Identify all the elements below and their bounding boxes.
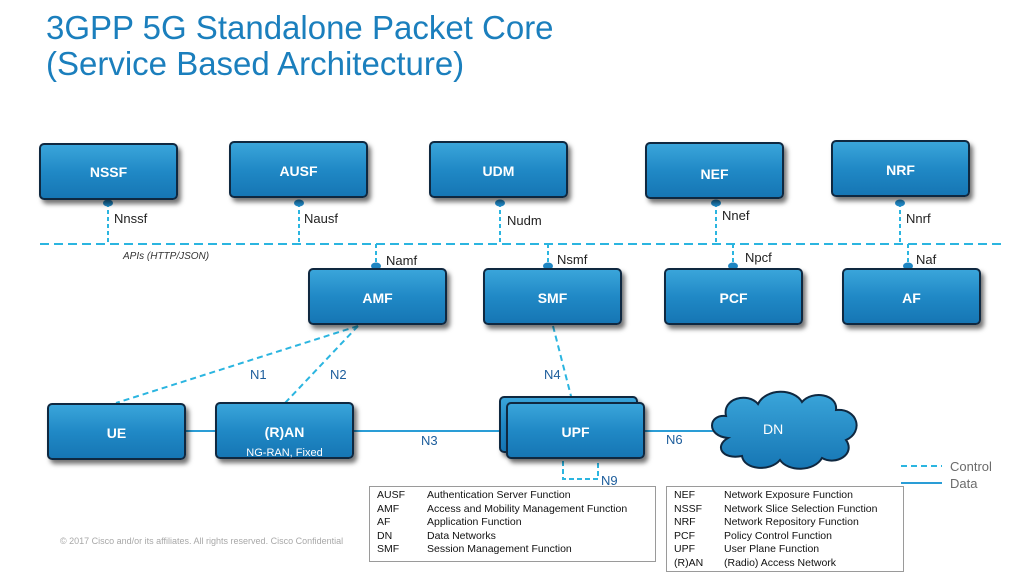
nsmf-label: Nsmf xyxy=(557,252,588,267)
glossary-definition: Authentication Server Function xyxy=(427,489,571,501)
ausf-node[interactable]: AUSF xyxy=(229,141,368,198)
nrf-node[interactable]: NRF xyxy=(831,140,970,197)
glossary-definition: Network Exposure Function xyxy=(724,489,853,501)
n2-label: N2 xyxy=(330,367,347,382)
nnef-label: Nnef xyxy=(722,208,750,223)
nudm-port xyxy=(495,199,505,207)
glossary-definition: Policy Control Function xyxy=(724,529,832,542)
smf-node[interactable]: SMF xyxy=(483,268,622,325)
title-line-2: (Service Based Architecture) xyxy=(46,45,465,82)
glossary-definition: Access and Mobility Management Function xyxy=(427,502,628,515)
naf-label: Naf xyxy=(916,252,937,267)
glossary-definition: Network Repository Function xyxy=(724,516,859,529)
glossary-row: NEF Network Exposure Function xyxy=(674,489,903,503)
ran-sublabel: NG-RAN, Fixed xyxy=(246,447,323,459)
glossary-abbr: NEF xyxy=(674,489,695,501)
glossary-row: (R)AN (Radio) Access Network xyxy=(674,557,903,571)
smf-label: SMF xyxy=(537,290,568,306)
n6-label: N6 xyxy=(666,432,683,447)
n1-line xyxy=(115,325,359,404)
page-title: 3GPP 5G Standalone Packet Core (Service … xyxy=(46,10,554,82)
pcf-label: PCF xyxy=(719,290,748,306)
naf-port xyxy=(903,262,913,270)
udm-node[interactable]: UDM xyxy=(429,141,568,198)
glossary-abbr: DN xyxy=(377,529,393,542)
copyright-footer: © 2017 Cisco and/or its affiliates. All … xyxy=(60,536,344,546)
udm-label: UDM xyxy=(482,163,515,179)
n1-label: N1 xyxy=(250,367,267,382)
nnrf-label: Nnrf xyxy=(906,211,931,226)
n4-line xyxy=(552,325,573,401)
af-label: AF xyxy=(902,290,921,306)
n9-loop xyxy=(562,461,599,480)
dn-cloud xyxy=(711,390,858,470)
glossary-definition: Network Slice Selection Function xyxy=(724,502,878,515)
glossary-abbr: AF xyxy=(377,516,391,529)
nnssf-port xyxy=(103,199,113,207)
glossary-left: AUSF Authentication Server Function AMF Ac… xyxy=(369,486,656,562)
glossary-abbr: UPF xyxy=(674,543,695,556)
namf-port xyxy=(371,262,381,270)
glossary-row: SMF Session Management Function xyxy=(377,543,655,557)
glossary-abbr: AUSF xyxy=(377,489,406,501)
ue-node[interactable]: UE xyxy=(47,403,186,460)
glossary-abbr: NRF xyxy=(674,516,696,529)
glossary-abbr: NSSF xyxy=(674,502,703,515)
legend-control-label: Control xyxy=(950,459,992,474)
glossary-abbr: (R)AN xyxy=(674,556,704,569)
glossary-abbr: SMF xyxy=(377,543,400,556)
nsmf-port xyxy=(543,262,553,270)
glossary-row: DN Data Networks xyxy=(377,530,655,544)
af-node[interactable]: AF xyxy=(842,268,981,325)
n3-label: N3 xyxy=(421,433,438,448)
nrf-label: NRF xyxy=(886,162,915,178)
nudm-label: Nudm xyxy=(507,213,542,228)
ausf-label: AUSF xyxy=(279,163,318,179)
nssf-node[interactable]: NSSF xyxy=(39,143,178,200)
glossary-row: UPF User Plane Function xyxy=(674,543,903,557)
glossary-row: PCF Policy Control Function xyxy=(674,530,903,544)
ue-label: UE xyxy=(106,425,127,441)
glossary-definition: Session Management Function xyxy=(427,543,572,556)
glossary-row: NRF Network Repository Function xyxy=(674,516,903,530)
dn-label: DN xyxy=(763,421,784,437)
bus-label: APIs (HTTP/JSON) xyxy=(123,251,210,262)
nnssf-label: Nnssf xyxy=(114,211,148,226)
nssf-label: NSSF xyxy=(89,164,128,180)
ran-label: (R)AN xyxy=(264,424,305,440)
nef-node[interactable]: NEF xyxy=(645,142,784,199)
glossary-definition: User Plane Function xyxy=(724,543,820,556)
glossary-right: NEF Network Exposure Function NSSF Network… xyxy=(666,486,904,572)
n4-label: N4 xyxy=(544,367,561,382)
glossary-row: AUSF Authentication Server Function xyxy=(377,489,655,503)
glossary-abbr: PCF xyxy=(674,529,695,542)
upf-label: UPF xyxy=(561,424,590,440)
amf-node[interactable]: AMF xyxy=(308,268,447,325)
nausf-port xyxy=(294,199,304,207)
glossary-definition: Application Function xyxy=(427,516,522,529)
npcf-label: Npcf xyxy=(745,250,772,265)
glossary-abbr: AMF xyxy=(377,502,400,515)
nnrf-port xyxy=(895,199,905,207)
glossary-row: NSSF Network Slice Selection Function xyxy=(674,503,903,517)
glossary-definition: Data Networks xyxy=(427,529,496,542)
legend-data-label: Data xyxy=(950,476,978,491)
glossary-row: AMF Access and Mobility Management Functi… xyxy=(377,503,655,517)
ran-node[interactable]: (R)AN NG-RAN, Fixed xyxy=(215,402,354,459)
npcf-port xyxy=(728,262,738,270)
glossary-definition: (Radio) Access Network xyxy=(724,556,837,569)
nausf-label: Nausf xyxy=(304,211,338,226)
nnef-port xyxy=(711,199,721,207)
title-line-1: 3GPP 5G Standalone Packet Core xyxy=(46,9,554,46)
glossary-row: AF Application Function xyxy=(377,516,655,530)
namf-label: Namf xyxy=(386,253,418,268)
amf-label: AMF xyxy=(362,290,393,306)
nef-label: NEF xyxy=(700,166,729,182)
pcf-node[interactable]: PCF xyxy=(664,268,803,325)
upf-node[interactable]: UPF xyxy=(506,402,645,459)
n9-label: N9 xyxy=(601,473,618,488)
n2-line xyxy=(284,325,359,404)
